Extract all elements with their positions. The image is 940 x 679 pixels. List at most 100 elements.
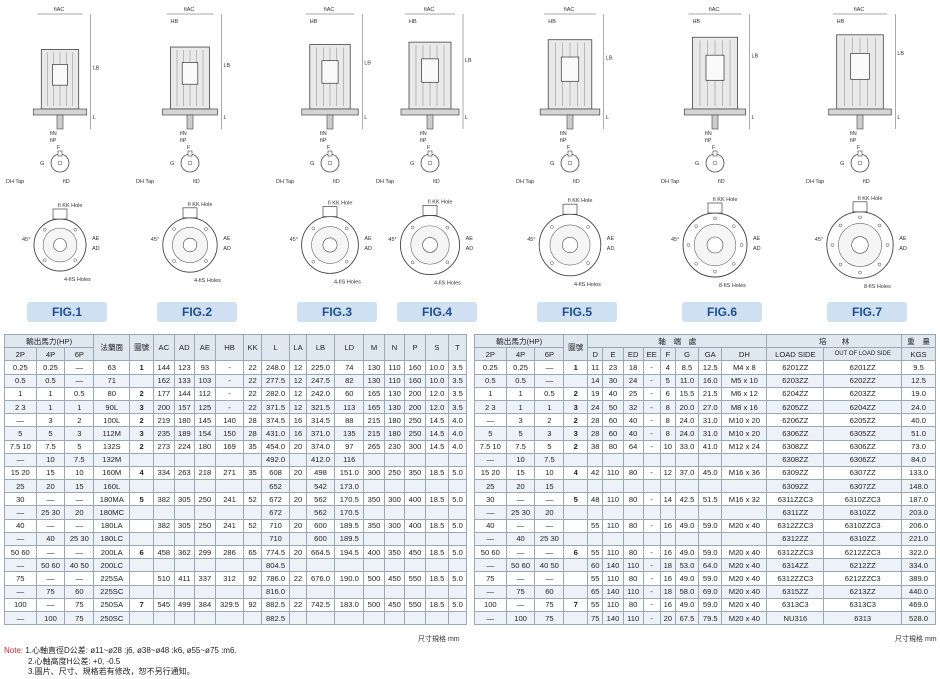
table-cell [363, 505, 385, 520]
table-cell: 2 [64, 413, 95, 428]
table-cell: 334.0 [901, 558, 936, 573]
table-cell: 51.5 [698, 492, 723, 507]
dim-ae: AE [92, 236, 100, 242]
table-cell: 8 [659, 426, 676, 441]
table-cell: 2 [129, 413, 155, 428]
table-cell: 84.0 [901, 452, 936, 467]
hp-header: 輸出馬力(HP) [3, 333, 95, 349]
table-cell: 3.5 [448, 386, 467, 401]
table-cell: 18.5 [424, 492, 450, 507]
dim-ac: fiAC [424, 7, 434, 13]
table-cell [129, 558, 155, 573]
dim-n: fiN [560, 131, 567, 137]
table-cell [563, 373, 589, 388]
table-cell: 25 [622, 386, 644, 401]
table-cell: 15 [35, 465, 66, 481]
table-cell: M20 x 40 [721, 518, 768, 533]
terminal-box [852, 201, 868, 213]
table-cell: — [64, 360, 95, 375]
table-cell: M16 x 36 [721, 465, 768, 481]
table-cell: 130 [363, 373, 385, 388]
table-cell: 22 [243, 399, 262, 415]
table-cell: 200LA [93, 544, 131, 560]
table-cell: — [64, 544, 95, 560]
table-cell: 676.0 [305, 571, 336, 586]
table-cell: — [4, 610, 37, 626]
table-cell: 450 [383, 571, 406, 586]
table-cell: 6201ZZ [766, 360, 825, 375]
table-cell: 500 [363, 597, 385, 612]
table-cell [363, 610, 385, 626]
table-cell: 42 [587, 465, 604, 481]
table-cell: 189.5 [334, 531, 365, 547]
table-cell: 80 [622, 465, 644, 481]
table-cell: 0.5 [64, 386, 95, 401]
table-cell: 22 [243, 386, 262, 401]
table-cell: 132M [93, 452, 131, 467]
table-cell: 241 [214, 518, 245, 533]
table-cell: 225SA [93, 571, 131, 586]
table-cell: 130 [363, 360, 385, 375]
table-cell: 12.5 [698, 360, 723, 375]
table-cell: 22 [289, 571, 307, 586]
table-cell: 221.0 [901, 531, 936, 547]
table-cell: 498 [305, 465, 336, 481]
table-cell: 6313C3 [766, 597, 825, 612]
table-cell: 189 [173, 426, 196, 441]
dim-kk-hole: fi KK Hole [568, 198, 592, 204]
dim-s-holes: 8-fiS Holes [864, 284, 891, 290]
table-cell: 49.0 [674, 518, 700, 533]
table-cell: 75 [474, 571, 507, 586]
table-cell: 492.0 [260, 452, 291, 467]
notes-block: Note: 1.心軸直徑D公差: ø11~ø28 :j6, ø38~ø48 :k… [4, 646, 237, 678]
table-cell [659, 479, 676, 494]
table-cell: 180LC [93, 531, 131, 547]
table-cell: 6205ZZ [766, 399, 825, 415]
table-cell: 194.5 [334, 544, 365, 560]
table-cell: 241 [214, 492, 245, 507]
table-cell [363, 479, 385, 494]
table-cell [448, 452, 467, 467]
table-cell: 5 [659, 373, 676, 388]
figure-label: FIG.3 [297, 302, 377, 322]
dim-ae: AE [753, 236, 761, 242]
table-cell: M20 x 40 [721, 597, 768, 612]
table-cell [243, 452, 262, 467]
terminal-box [421, 58, 439, 83]
table-cell: 52 [243, 518, 262, 533]
table-cell: 5 [534, 439, 565, 454]
table-cell: 273 [153, 439, 175, 454]
dim-lb: LB [752, 53, 759, 59]
table-cell: 80 [93, 386, 131, 401]
table-cell: 450 [404, 544, 426, 560]
table-cell: 225.0 [305, 360, 336, 375]
table-cell: - [642, 610, 661, 626]
dim-kk-hole: fi KK Hole [428, 199, 452, 205]
table-cell: 1 [129, 360, 155, 375]
table-cell: 7.5 [35, 439, 66, 454]
table-cell: 55 [587, 544, 604, 560]
table-cell [363, 531, 385, 547]
table-cell: 71 [93, 373, 131, 388]
table-cell: 3 [563, 426, 589, 441]
table-cell: 18 [659, 558, 676, 573]
shaft [186, 114, 194, 130]
table-cell: 88 [334, 413, 365, 428]
table-cell: 265 [363, 439, 385, 454]
table-cell: 0.25 [474, 360, 507, 375]
table-cell: 816.0 [260, 584, 291, 599]
dim-d: fiD [718, 179, 725, 185]
dim-ad: AD [753, 246, 761, 252]
table-cell: 40 50 [534, 558, 565, 573]
table-cell: M20 x 40 [721, 544, 768, 560]
table-cell: 6310ZZ [823, 505, 903, 520]
table-cell [424, 610, 450, 626]
table-cell [587, 531, 604, 547]
table-cell: 23 [602, 360, 624, 375]
table-cell: 40 [622, 426, 644, 441]
table-cell: 2 [563, 413, 589, 428]
dim-angle: 45° [671, 237, 679, 243]
table-cell: 14.5 [424, 413, 450, 428]
